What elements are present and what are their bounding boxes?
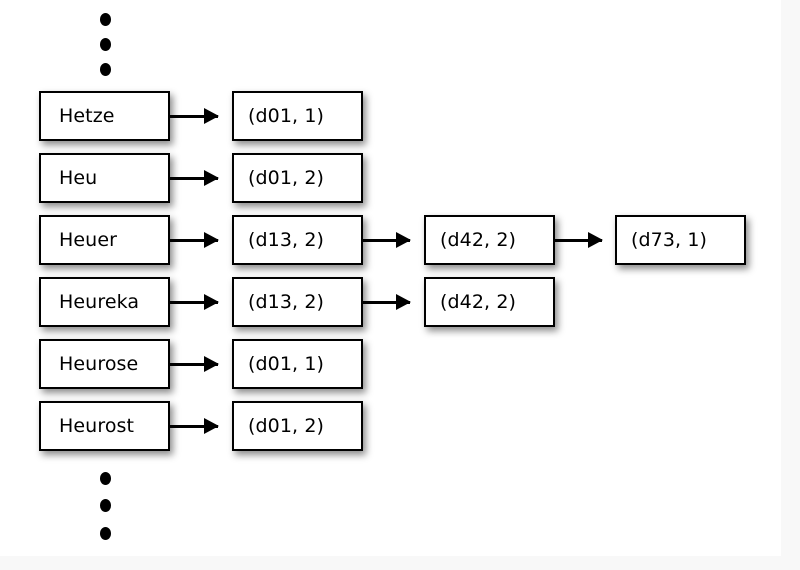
arrow-term-to-posting	[170, 108, 219, 125]
ellipsis-dot	[100, 472, 111, 485]
ellipsis-dot	[100, 499, 111, 512]
ellipsis-dot	[100, 13, 111, 26]
posting-box[interactable]: (d01, 1)	[232, 91, 363, 141]
diagram-canvas: Hetze Heu Heuer Heureka Heurose Heurost …	[39, 13, 746, 540]
dictionary-term-box[interactable]: Heu	[39, 153, 170, 203]
dictionary-term-box[interactable]: Heureka	[39, 277, 170, 327]
arrow-head-icon	[204, 108, 219, 125]
ellipsis-dot	[100, 527, 111, 540]
arrow-term-to-posting	[170, 418, 219, 435]
posting-box[interactable]: (d01, 2)	[232, 153, 363, 203]
arrow-term-to-posting	[170, 356, 219, 373]
arrow-head-icon	[204, 294, 219, 311]
arrow-term-to-posting	[170, 170, 219, 187]
ellipsis-dot	[100, 38, 111, 51]
dictionary-term-box[interactable]: Heuer	[39, 215, 170, 265]
arrow-posting-next	[555, 232, 603, 249]
posting-box[interactable]: (d13, 2)	[232, 277, 363, 327]
posting-box[interactable]: (d01, 1)	[232, 339, 363, 389]
arrow-term-to-posting	[170, 232, 219, 249]
arrow-head-icon	[204, 170, 219, 187]
dictionary-term-box[interactable]: Heurost	[39, 401, 170, 451]
posting-box[interactable]: (d42, 2)	[424, 215, 555, 265]
posting-box[interactable]: (d73, 1)	[615, 215, 746, 265]
posting-box[interactable]: (d13, 2)	[232, 215, 363, 265]
arrow-head-icon	[588, 232, 603, 249]
arrow-head-icon	[396, 232, 411, 249]
posting-box[interactable]: (d01, 2)	[232, 401, 363, 451]
arrow-head-icon	[396, 294, 411, 311]
arrow-term-to-posting	[170, 294, 219, 311]
arrow-head-icon	[204, 232, 219, 249]
dictionary-term-box[interactable]: Heurose	[39, 339, 170, 389]
arrow-head-icon	[204, 356, 219, 373]
arrow-posting-next	[363, 294, 411, 311]
posting-box[interactable]: (d42, 2)	[424, 277, 555, 327]
dictionary-term-box[interactable]: Hetze	[39, 91, 170, 141]
ellipsis-dot	[100, 63, 111, 76]
arrow-head-icon	[204, 418, 219, 435]
arrow-posting-next	[363, 232, 411, 249]
